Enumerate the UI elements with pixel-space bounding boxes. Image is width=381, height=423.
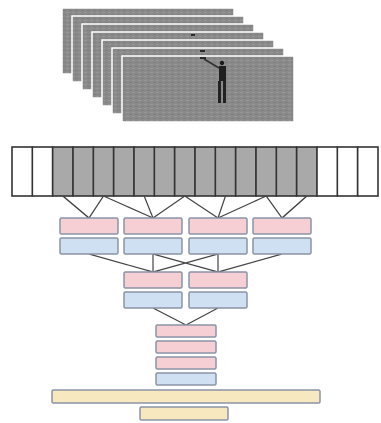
strip-cell — [112, 146, 135, 197]
layer2-block-blue — [123, 291, 183, 309]
connector-line — [184, 195, 219, 219]
connector-line — [88, 195, 105, 219]
person-leg — [223, 81, 226, 103]
strip-cell — [316, 146, 339, 197]
output-bar-narrow — [139, 406, 229, 421]
layer1-block-blue — [59, 237, 119, 255]
strip-cell — [295, 146, 318, 197]
strip-cell — [133, 146, 156, 197]
connector-line — [281, 195, 308, 219]
strip-cell — [214, 146, 237, 197]
strip-cell — [336, 146, 359, 197]
connector-line — [185, 307, 219, 326]
person-head — [219, 60, 225, 66]
connector-line — [143, 195, 154, 219]
layer1-block-pink — [59, 217, 119, 235]
strip-cell — [92, 146, 115, 197]
strip-cell — [356, 146, 379, 197]
connector-line — [152, 307, 187, 326]
connector-line — [152, 195, 186, 219]
connector-line — [62, 195, 90, 219]
layer1-block-blue — [123, 237, 183, 255]
strip-cell — [51, 146, 74, 197]
layer1-block-pink — [252, 217, 312, 235]
person-figure — [203, 58, 226, 103]
person-leg — [218, 81, 221, 103]
connector-lines — [62, 195, 308, 326]
layer3-block-pink — [155, 324, 217, 338]
layer3-block-blue — [155, 372, 217, 386]
person-torso — [219, 66, 226, 81]
strip-cell — [72, 146, 95, 197]
layer2-block-pink — [123, 271, 183, 289]
strip-cell — [194, 146, 217, 197]
connector-line — [152, 253, 219, 273]
connector-line — [88, 253, 154, 273]
output-bar-wide — [51, 389, 321, 404]
layer3-block-pink — [155, 356, 217, 370]
person-arm — [203, 58, 220, 69]
connector-line — [103, 195, 154, 219]
layer1-block-pink — [188, 217, 248, 235]
strip-cell — [173, 146, 196, 197]
input-video-frames — [61, 7, 295, 123]
strip-cell — [234, 146, 257, 197]
strip-cell — [153, 146, 176, 197]
layer2-block-pink — [188, 271, 248, 289]
object-speck — [200, 57, 206, 59]
strip-cell — [275, 146, 298, 197]
layer3-block-pink — [155, 340, 217, 354]
connector-line — [265, 195, 283, 219]
layer1-block-blue — [252, 237, 312, 255]
connector-line — [217, 195, 227, 219]
layer-blocks — [51, 217, 321, 421]
object-speck — [191, 34, 195, 36]
layer2-block-blue — [188, 291, 248, 309]
object-speck — [200, 50, 205, 52]
strip-cell — [11, 146, 34, 197]
strip-cell — [31, 146, 54, 197]
layer1-block-pink — [123, 217, 183, 235]
strip-cell — [255, 146, 278, 197]
layer1-block-blue — [188, 237, 248, 255]
connector-line — [217, 195, 267, 219]
connector-line — [217, 253, 283, 273]
temporal-feature-strip — [11, 146, 379, 197]
video-frame — [121, 55, 295, 123]
